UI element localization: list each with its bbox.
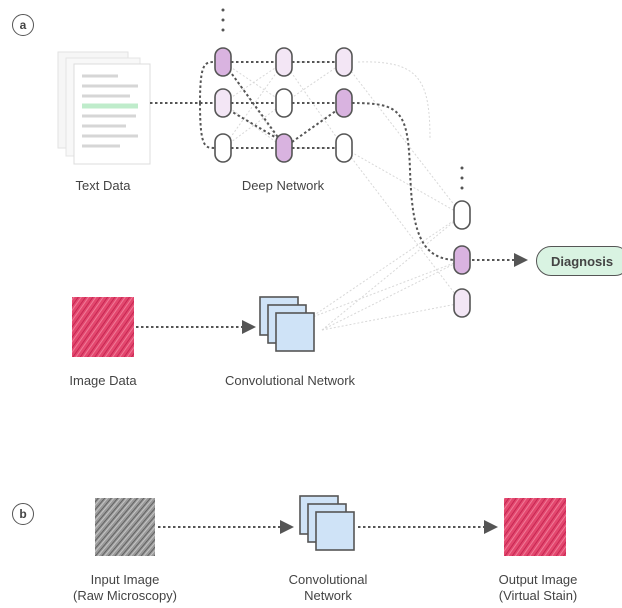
document-stack-icon <box>57 51 151 165</box>
input-image-label: Input Image (Raw Microscopy) <box>60 572 190 604</box>
neural-node-icon <box>453 200 471 230</box>
output-image-title: Output Image <box>498 572 578 587</box>
neural-node-icon <box>335 88 353 118</box>
output-layer <box>453 200 471 318</box>
neural-node-icon <box>214 133 232 163</box>
conv-network-b-label: Convolutional Network <box>268 572 388 604</box>
neural-node-icon <box>335 47 353 77</box>
conv-network-b-title: Convolutional <box>288 572 368 587</box>
neural-node-icon <box>453 288 471 318</box>
conv-network-label: Convolutional Network <box>224 373 356 388</box>
active-connections <box>150 61 455 261</box>
neural-node-icon <box>275 47 293 77</box>
conv-to-output-arrow <box>358 520 498 534</box>
conv-block-icon <box>299 495 355 551</box>
neural-node-icon <box>335 133 353 163</box>
diagnosis-output: Diagnosis <box>536 246 622 276</box>
arrow-head-icon <box>242 320 256 334</box>
tissue-image-icon <box>72 297 134 357</box>
neural-node-icon <box>214 88 232 118</box>
output-image-subtitle: (Virtual Stain) <box>498 588 578 603</box>
diagnosis-arrow <box>472 253 528 267</box>
arrow-head-icon <box>514 253 528 267</box>
diagnosis-label: Diagnosis <box>551 253 614 269</box>
conv-block-icon <box>259 296 315 352</box>
neural-node-icon <box>453 245 471 275</box>
raw-microscopy-image <box>95 498 155 556</box>
arrow-head-icon <box>484 520 498 534</box>
deep-network-label: Deep Network <box>241 178 325 193</box>
neural-node-icon <box>275 88 293 118</box>
input-image-title: Input Image <box>90 572 160 587</box>
raw-to-conv-arrow <box>158 520 294 534</box>
ellipsis-dots <box>221 8 464 190</box>
image-to-conv-arrow <box>136 320 256 334</box>
image-data-label: Image Data <box>69 373 137 388</box>
neural-node-icon <box>214 47 232 77</box>
virtual-stain-image <box>504 498 566 556</box>
output-image-label: Output Image (Virtual Stain) <box>478 572 598 604</box>
neural-node-icon <box>275 133 293 163</box>
panel-a-marker: a <box>12 14 34 36</box>
conv-network-b-subtitle: Network <box>304 588 352 603</box>
panel-b-marker: b <box>12 503 34 525</box>
arrow-head-icon <box>280 520 294 534</box>
text-data-label: Text Data <box>75 178 131 193</box>
input-image-subtitle: (Raw Microscopy) <box>72 588 177 603</box>
deep-network <box>214 47 353 163</box>
